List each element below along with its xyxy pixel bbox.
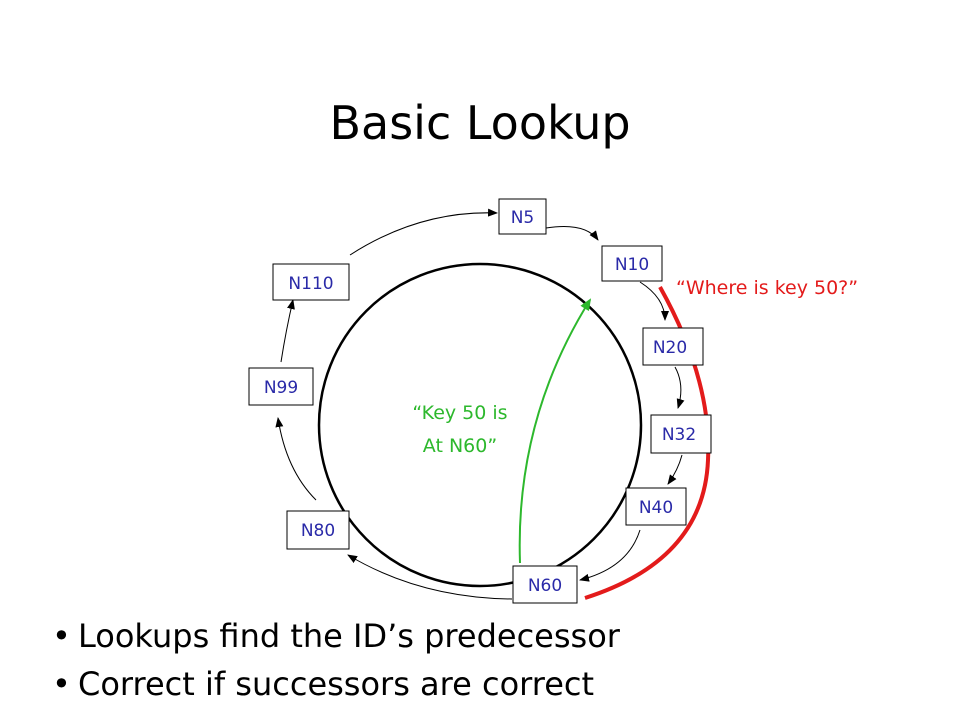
arrow-n80-n99 [275,417,317,501]
arrow-n99-n110 [280,299,295,363]
bullet-item: Correct if successors are correct [52,660,620,708]
bullet-list: Lookups find the ID’s predecessor Correc… [52,612,620,708]
arrow-n110-n5 [349,208,498,256]
answer-label-line2: At N60” [423,435,497,457]
query-label: “Where is key 50?” [676,277,858,299]
node-label: N60 [528,576,562,596]
node-n20: N20 [642,327,704,366]
node-n32: N32 [650,414,712,454]
arrow-n20-n32 [674,366,685,409]
arrow-n60-n80 [347,554,513,600]
node-n110: N110 [272,263,350,301]
node-label: N110 [288,274,333,294]
ring-circle [317,262,643,588]
node-n40: N40 [625,487,687,526]
arrow-n32-n40 [667,454,683,485]
arrow-n5-n10 [545,226,599,241]
node-label: N32 [662,425,696,445]
node-n5: N5 [498,198,547,235]
node-label: N40 [639,498,673,518]
node-label: N5 [511,208,535,228]
arrow-n40-n60 [579,529,641,582]
answer-label-line1: “Key 50 is [412,402,507,424]
page-title: Basic Lookup [329,96,631,150]
successor-arrows [275,208,685,600]
node-n10: N10 [601,245,663,282]
answer-path [518,298,592,564]
node-n99: N99 [248,367,314,406]
node-label: N99 [264,378,298,398]
node-label: N10 [615,255,649,275]
node-n80: N80 [286,510,350,550]
node-label: N20 [653,338,687,358]
arrow-n10-n20 [639,281,669,321]
bullet-item: Lookups find the ID’s predecessor [52,612,620,660]
node-label: N80 [301,521,335,541]
node-n60: N60 [512,565,578,604]
